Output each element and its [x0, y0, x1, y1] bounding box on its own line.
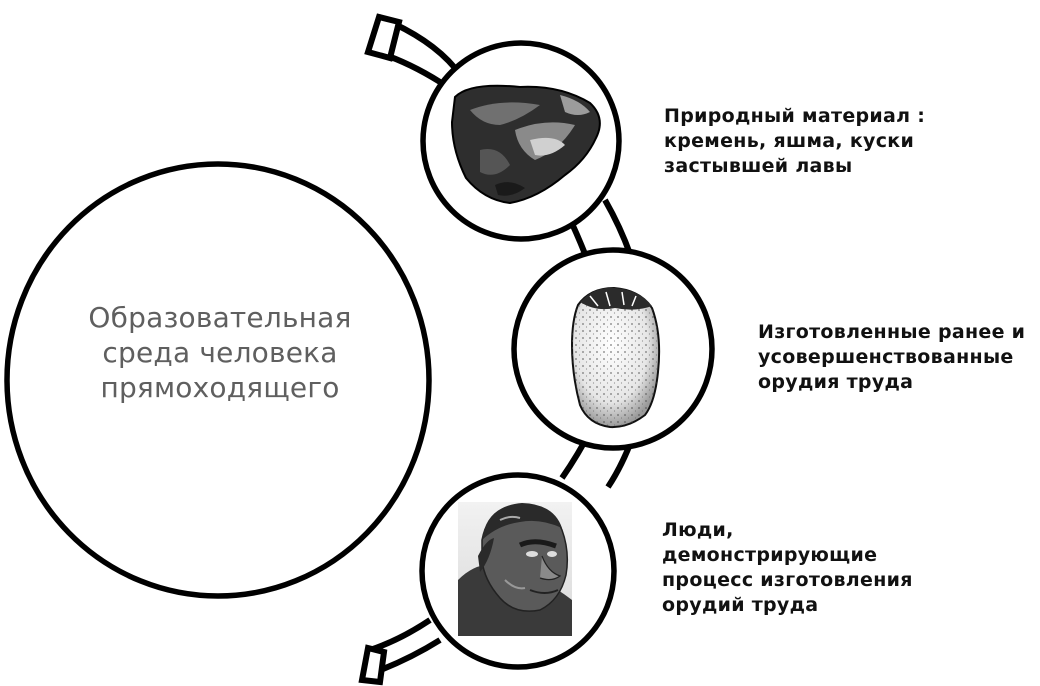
label-line: демонстрирующие: [662, 543, 913, 568]
node-label-tools: Изготовленные ранее и усовершенствованны…: [758, 320, 1025, 395]
label-line: процесс изготовления: [662, 568, 913, 593]
label-line: орудий труда: [662, 593, 913, 618]
label-line: Люди,: [662, 518, 913, 543]
label-line: застывшей лавы: [664, 154, 925, 179]
stone-tool-image: [572, 288, 659, 427]
main-circle-title-line: Образовательная: [40, 300, 400, 335]
node-label-natural-material: Природный материал : кремень, яшма, куск…: [664, 104, 925, 179]
label-line: Изготовленные ранее и: [758, 320, 1025, 345]
label-line: орудия труда: [758, 370, 1025, 395]
label-line: Природный материал :: [664, 104, 925, 129]
main-circle-title: Образовательная среда человека прямоходя…: [40, 300, 400, 405]
main-circle-title-line: прямоходящего: [40, 370, 400, 405]
label-line: кремень, яшма, куски: [664, 129, 925, 154]
label-line: усовершенствованные: [758, 345, 1025, 370]
main-circle-title-line: среда человека: [40, 335, 400, 370]
node-label-people: Люди, демонстрирующие процесс изготовлен…: [662, 518, 913, 618]
homo-erectus-bust-image: [458, 502, 572, 636]
